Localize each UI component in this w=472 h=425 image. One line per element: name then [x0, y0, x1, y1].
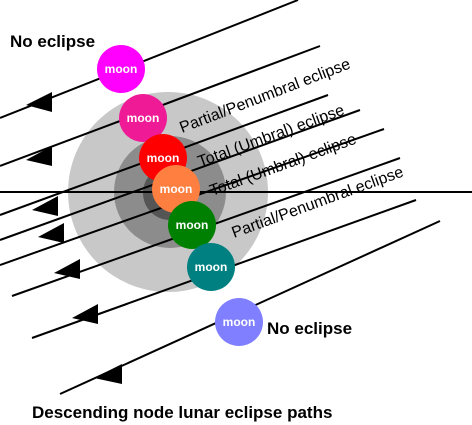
moon-label: moon: [223, 315, 256, 329]
moon-disc: [119, 94, 167, 142]
arrowhead-icon: [54, 259, 80, 279]
arrowhead-icon: [26, 146, 52, 166]
moon-label: moon: [160, 182, 193, 196]
moon-6: moon: [187, 243, 235, 291]
moon-label: moon: [105, 62, 138, 76]
moon-disc: [97, 45, 145, 93]
moons: moon moon moon moon moon moon moon: [97, 45, 263, 346]
label-no-eclipse-bottom: No eclipse: [267, 319, 352, 338]
arrowhead-icon: [38, 223, 64, 243]
moon-4: moon: [152, 165, 200, 213]
moon-label: moon: [195, 260, 228, 274]
label-no-eclipse-top: No eclipse: [10, 32, 95, 51]
moon-7: moon: [215, 298, 263, 346]
diagram-caption: Descending node lunar eclipse paths: [32, 403, 332, 422]
arrowhead-icon: [72, 304, 98, 324]
arrowheads: [26, 92, 122, 384]
moon-disc: [168, 201, 216, 249]
moon-1: moon: [97, 45, 145, 93]
moon-2: moon: [119, 94, 167, 142]
moon-label: moon: [147, 151, 180, 165]
arrowhead-icon: [94, 364, 122, 384]
moon-5: moon: [168, 201, 216, 249]
arrowhead-icon: [26, 92, 52, 112]
moon-disc: [187, 243, 235, 291]
moon-disc: [152, 165, 200, 213]
arrowhead-icon: [32, 196, 58, 216]
moon-label: moon: [176, 218, 209, 232]
moon-disc: [215, 298, 263, 346]
moon-label: moon: [127, 111, 160, 125]
